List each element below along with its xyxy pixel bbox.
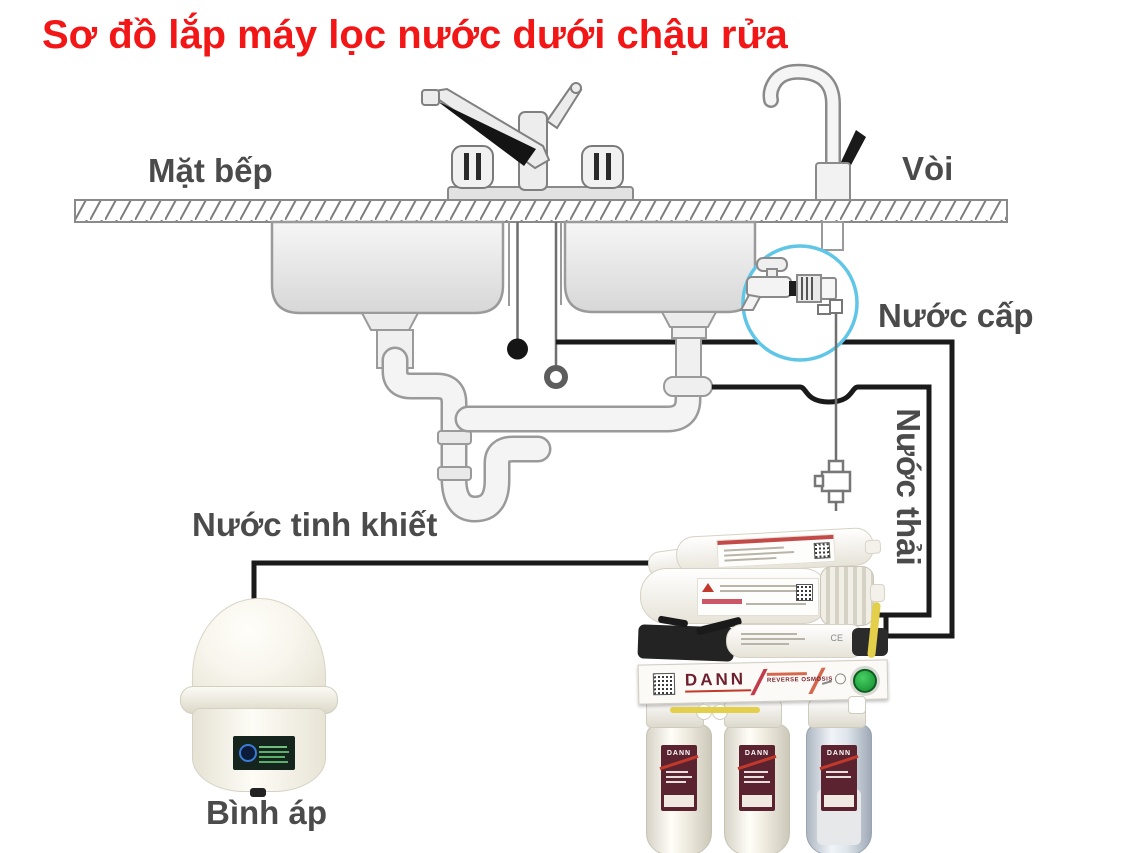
cert-ring-icon	[834, 673, 847, 685]
hose-end-ring	[544, 365, 568, 389]
feed-tube	[813, 313, 852, 511]
main-faucet	[421, 82, 634, 203]
carbon-cartridge: CE	[726, 624, 866, 658]
housing-label: DANN	[819, 745, 859, 811]
cert-icon	[819, 673, 833, 685]
feed-valve	[739, 257, 843, 315]
pressure-tank	[178, 598, 338, 798]
sediment-housing: DANN	[646, 724, 712, 853]
supply-water-label: Nước cấp	[878, 297, 1034, 334]
qr-code	[652, 672, 676, 696]
ro-faucet	[762, 63, 866, 203]
yellow-tubing	[670, 707, 760, 713]
tank-gauge-icon	[239, 744, 257, 762]
filter-head	[724, 698, 782, 728]
countertop	[74, 199, 1008, 223]
faucet-handle-right	[581, 145, 624, 189]
ro-membrane-housing	[640, 568, 830, 624]
counter-label: Mặt bếp	[148, 152, 273, 189]
booster-pump	[637, 624, 735, 662]
drain-pipes	[360, 311, 718, 523]
feed-valve-highlight	[739, 244, 859, 362]
tank-label-sticker	[233, 736, 295, 770]
hose-end-plug	[507, 338, 528, 360]
brand-logo: DANN	[684, 669, 747, 690]
power-button[interactable]	[852, 668, 878, 694]
pure-water-line	[251, 560, 665, 601]
sink-basins	[270, 220, 757, 315]
qr-code	[796, 584, 813, 601]
faucet-handle-left	[451, 145, 494, 189]
waste-line	[712, 384, 932, 618]
carbon-housing: DANN	[724, 724, 790, 853]
page-title: Sơ đồ lắp máy lọc nước dưới chậu rửa	[42, 13, 788, 57]
pressure-tank-label: Bình áp	[206, 794, 327, 831]
faucet-supply-hoses	[507, 222, 568, 389]
pure-water-label: Nước tinh khiết	[192, 506, 438, 543]
waste-water-label: Nước thải	[890, 408, 927, 566]
membrane-cap	[820, 566, 874, 626]
housing-label: DANN	[659, 745, 699, 811]
qr-code	[813, 542, 831, 559]
ro-faucet-label: Vòi	[902, 150, 954, 187]
clear-housing: DANN	[806, 724, 872, 853]
tank-valve-nipple	[250, 788, 266, 797]
housing-label: DANN	[737, 745, 777, 811]
ro-filter-unit: CE DANN REVERSE OSMOSIS CE DANN	[637, 526, 890, 853]
